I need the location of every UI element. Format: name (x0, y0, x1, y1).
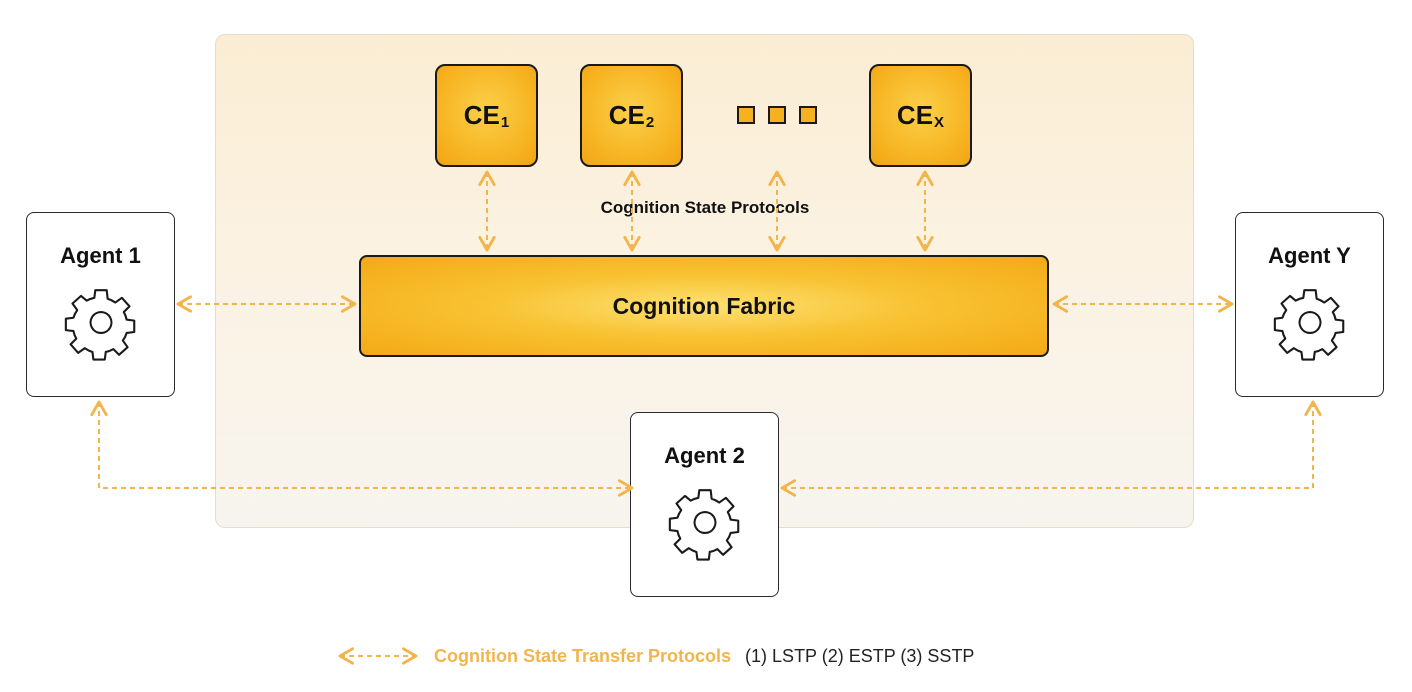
engine-1-label: CE (463, 100, 500, 130)
agent-y-label: Agent Y (1268, 243, 1351, 268)
cognition-state-protocols-label: Cognition State Protocols (600, 198, 810, 217)
agent-y-box: Agent Y (1235, 212, 1384, 397)
engine-x-label: CE (896, 100, 934, 130)
ellipsis-square-1 (737, 106, 755, 124)
agent-2-box: Agent 2 (630, 412, 779, 597)
engine-2-label: CE (608, 100, 645, 130)
engine-x-subscript: X (934, 114, 945, 131)
gear-icon (1273, 289, 1344, 361)
legend-protocols: (1) LSTP (2) ESTP (3) SSTP (745, 645, 975, 666)
gear-icon (64, 289, 135, 361)
gear-icon (668, 489, 739, 561)
engine-2-subscript: 2 (645, 114, 655, 131)
engine-1-subscript: 1 (500, 114, 510, 131)
agent-1-box: Agent 1 (26, 212, 175, 397)
agent-2-label: Agent 2 (664, 443, 745, 468)
agent-1-label: Agent 1 (60, 243, 141, 268)
legend: Cognition State Transfer Protocols (1) L… (336, 642, 974, 670)
ellipsis-square-2 (768, 106, 786, 124)
cognition-fabric-label: Cognition Fabric (612, 292, 796, 319)
dashed-double-arrow-icon (338, 647, 418, 665)
legend-label: Cognition State Transfer Protocols (434, 645, 732, 666)
ellipsis-square-3 (799, 106, 817, 124)
cognition-fabric: Cognition Fabric (359, 255, 1049, 357)
